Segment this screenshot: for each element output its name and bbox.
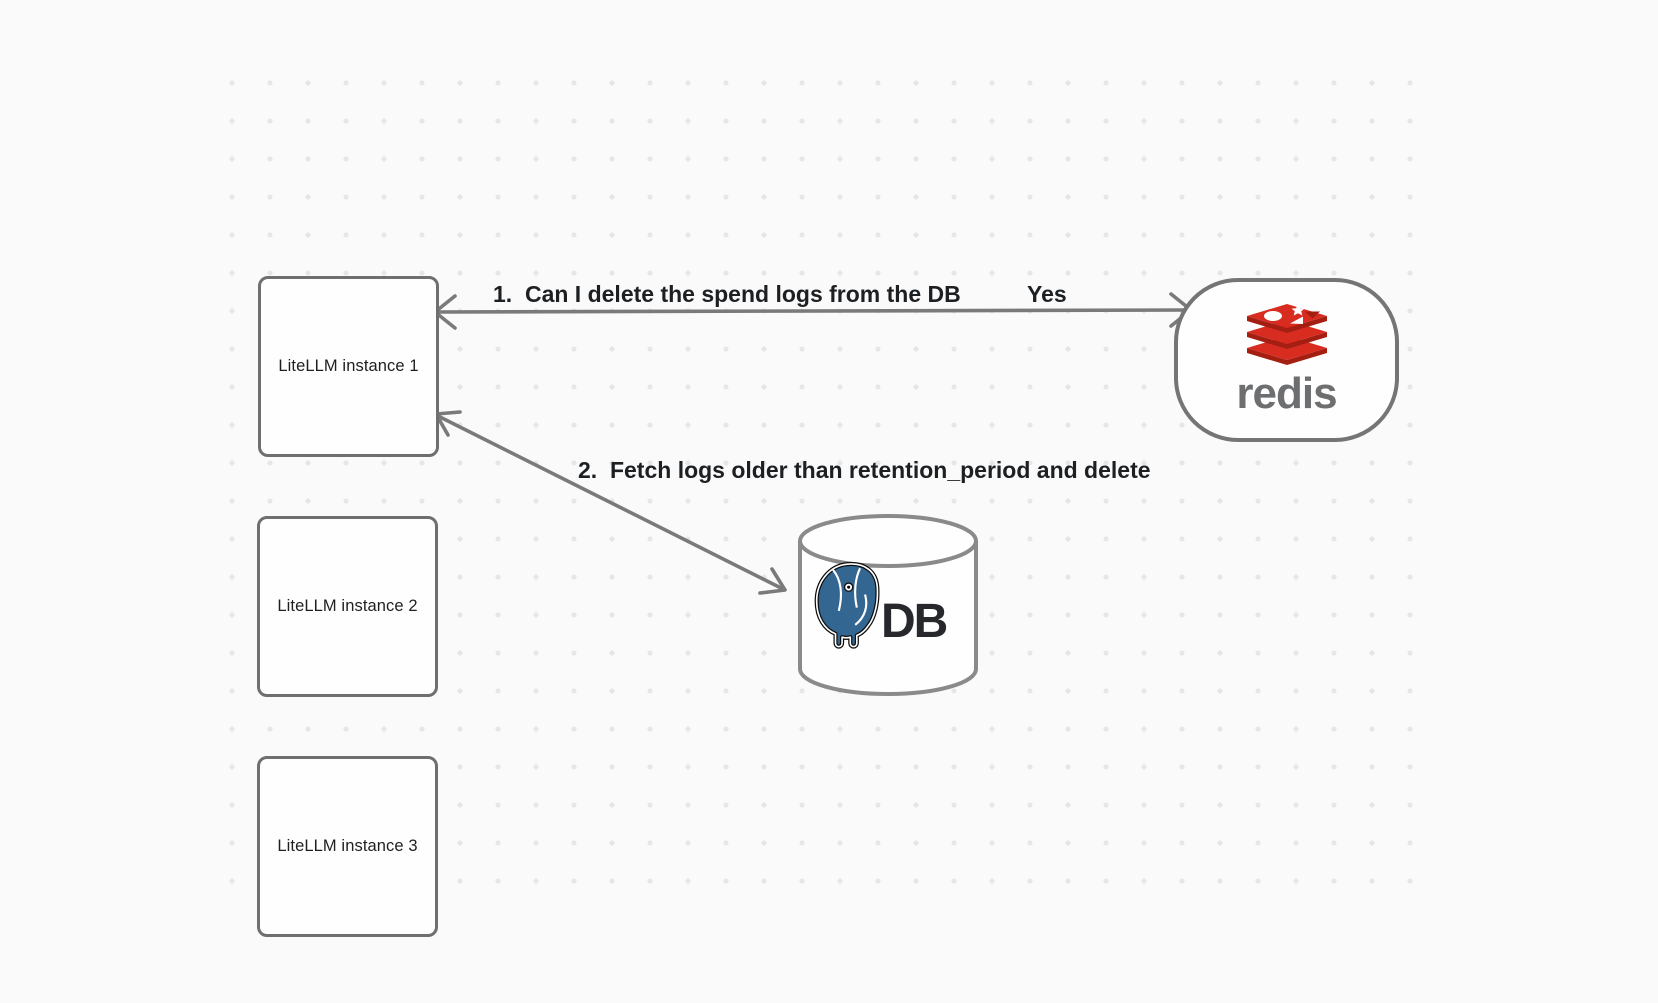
node-litellm-instance-1[interactable]: LiteLLM instance 1: [258, 276, 439, 457]
node-label: LiteLLM instance 2: [277, 597, 418, 615]
edge1-label: 1. Can I delete the spend logs from the …: [493, 281, 961, 307]
redis-cube-icon: [1246, 304, 1327, 365]
node-litellm-instance-2[interactable]: LiteLLM instance 2: [257, 516, 438, 697]
postgresql-elephant-icon: [814, 562, 880, 649]
edge2-label: 2. Fetch logs older than retention_perio…: [578, 457, 1151, 483]
arrow-instance1-to-db[interactable]: [434, 410, 787, 595]
redis-wordmark: redis: [1236, 369, 1337, 418]
node-redis[interactable]: redis: [1174, 278, 1399, 442]
node-label: LiteLLM instance 3: [277, 837, 418, 855]
edge1-response-label: Yes: [1027, 281, 1067, 307]
node-label: LiteLLM instance 1: [278, 357, 419, 375]
node-litellm-instance-3[interactable]: LiteLLM instance 3: [257, 756, 438, 937]
db-node-label: DB: [881, 595, 948, 648]
